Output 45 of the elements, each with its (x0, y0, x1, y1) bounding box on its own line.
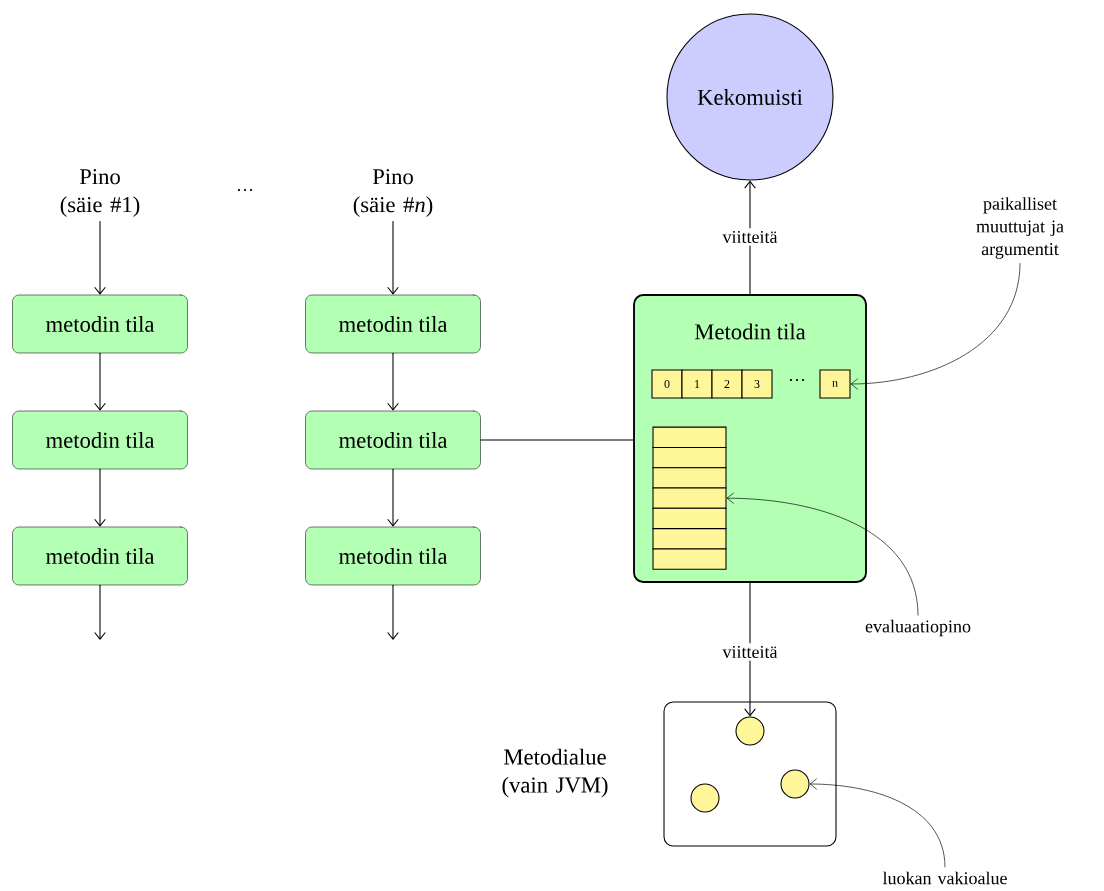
variable-cell: 0 (651, 369, 683, 399)
leader-line (726, 492, 919, 616)
arrow (387, 584, 399, 640)
arrow (94, 584, 106, 640)
annotation-text: luokan vakioalue (882, 871, 1007, 885)
leader-line (850, 263, 1021, 390)
edge-label: viitteitä (719, 228, 781, 246)
constant-circle (780, 769, 810, 799)
arrow (94, 352, 106, 411)
arrow (744, 582, 756, 717)
arrow (387, 221, 399, 295)
leader-line (809, 778, 946, 868)
stack-slot (652, 467, 727, 489)
area-heading: Metodialue (vain JVM) (502, 748, 608, 798)
arrow (94, 221, 106, 295)
method-state-box: metodin tila (305, 410, 481, 470)
ellipsis: … (789, 378, 805, 382)
arrow (387, 468, 399, 527)
variable-cell: 3 (741, 369, 773, 399)
stack-slot (652, 426, 727, 448)
stack-slot (652, 487, 727, 509)
method-state-box: metodin tila (12, 410, 188, 470)
method-state-box: metodin tila (305, 526, 481, 586)
method-state-box: metodin tila (12, 526, 188, 586)
method-state-box: metodin tila (305, 294, 481, 354)
stack-slot (652, 548, 727, 570)
annotation-text: paikalliset muuttujat ja argumentit (976, 197, 1064, 259)
stack-slot (652, 528, 727, 550)
variable-cell: 1 (681, 369, 713, 399)
ellipsis: … (237, 188, 253, 192)
variable-cell: 2 (711, 369, 743, 399)
edge-label: viitteitä (719, 643, 781, 661)
stack-heading: Pino (säie #n) (353, 169, 433, 217)
stack-slot (652, 507, 727, 530)
stack-slot (652, 446, 727, 469)
arrow (744, 180, 756, 295)
method-state-box: metodin tila (12, 294, 188, 354)
constant-circle (690, 783, 720, 813)
arrow (387, 352, 399, 411)
connector-line (480, 439, 634, 441)
annotation-text: evaluaatiopino (865, 619, 971, 637)
variable-cell: n (819, 369, 851, 399)
constant-circle (735, 716, 765, 746)
stack-heading: Pino (säie #1) (60, 169, 140, 217)
arrow (94, 468, 106, 527)
